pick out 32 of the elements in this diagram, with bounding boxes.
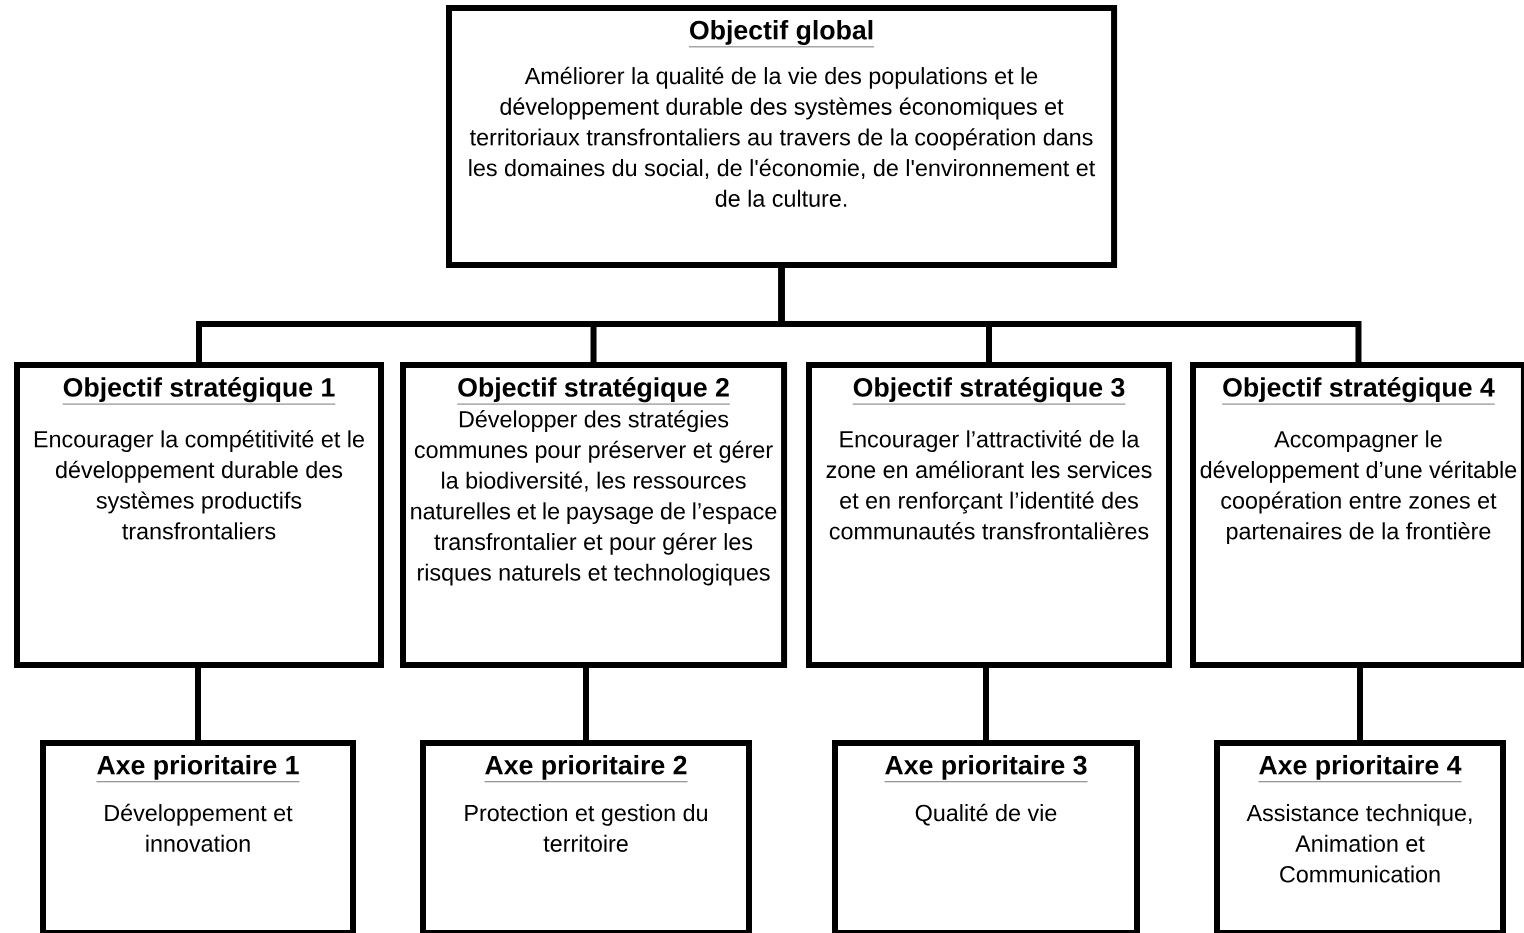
heading: Axe prioritaire 3: [884, 755, 1088, 782]
text-box: [1214, 740, 1506, 933]
body-text: Améliorer la qualité de la vie des populations et le développement durable des systèmes économiques et territoriaux transfrontaliers au travers de la coopération dans les domaines du social, de l'économie, de l'environnement et de la culture.: [469, 66, 1096, 207]
heading: Objectif global: [688, 20, 875, 48]
body-text: Développer des stratégies communes pour préserver et gérer la biodiversité, les ressources naturelles et le paysage de l’espace transfrontalier et pour gérer les risques naturels et technologiques: [411, 410, 777, 586]
body-text: Protection et gestion du territoire: [465, 804, 707, 852]
heading: Objectif stratégique 1: [62, 377, 336, 405]
text-box: [14, 362, 384, 668]
body-text: Encourager la compétitivité et le développement durable des systèmes productifs transfrontaliers: [34, 430, 364, 540]
connector-line: [195, 668, 201, 740]
body-text: Assistance technique, Animation et Communication: [1246, 804, 1472, 883]
heading: Objectif stratégique 3: [852, 377, 1126, 405]
text-box: [400, 362, 788, 668]
connector-line: [583, 668, 589, 740]
text-box: [420, 740, 752, 933]
text-box: [446, 5, 1118, 269]
body-text: Qualité de vie: [915, 803, 1057, 826]
body-text: Encourager l’attractivité de la zone en améliorant les services et en renforçant l’identité des communautés transfrontalières: [826, 430, 1152, 540]
heading: Axe prioritaire 1: [96, 755, 300, 782]
text-box: [806, 362, 1172, 668]
heading: Axe prioritaire 2: [484, 755, 688, 782]
connector-line: [778, 268, 1362, 362]
heading: Objectif stratégique 4: [1221, 377, 1496, 405]
body-text: Accompagner le développement d’une véritable coopération entre zones et partenaires de la frontière: [1200, 430, 1517, 545]
text-box: [1190, 362, 1524, 668]
text-box: [832, 740, 1140, 933]
heading: Axe prioritaire 4: [1258, 755, 1462, 782]
body-text: Développement et innovation: [105, 803, 293, 852]
heading: Objectif stratégique 2: [456, 377, 731, 405]
connector-line: [1357, 668, 1363, 740]
text-box: [40, 740, 356, 933]
connector-line: [983, 668, 989, 740]
